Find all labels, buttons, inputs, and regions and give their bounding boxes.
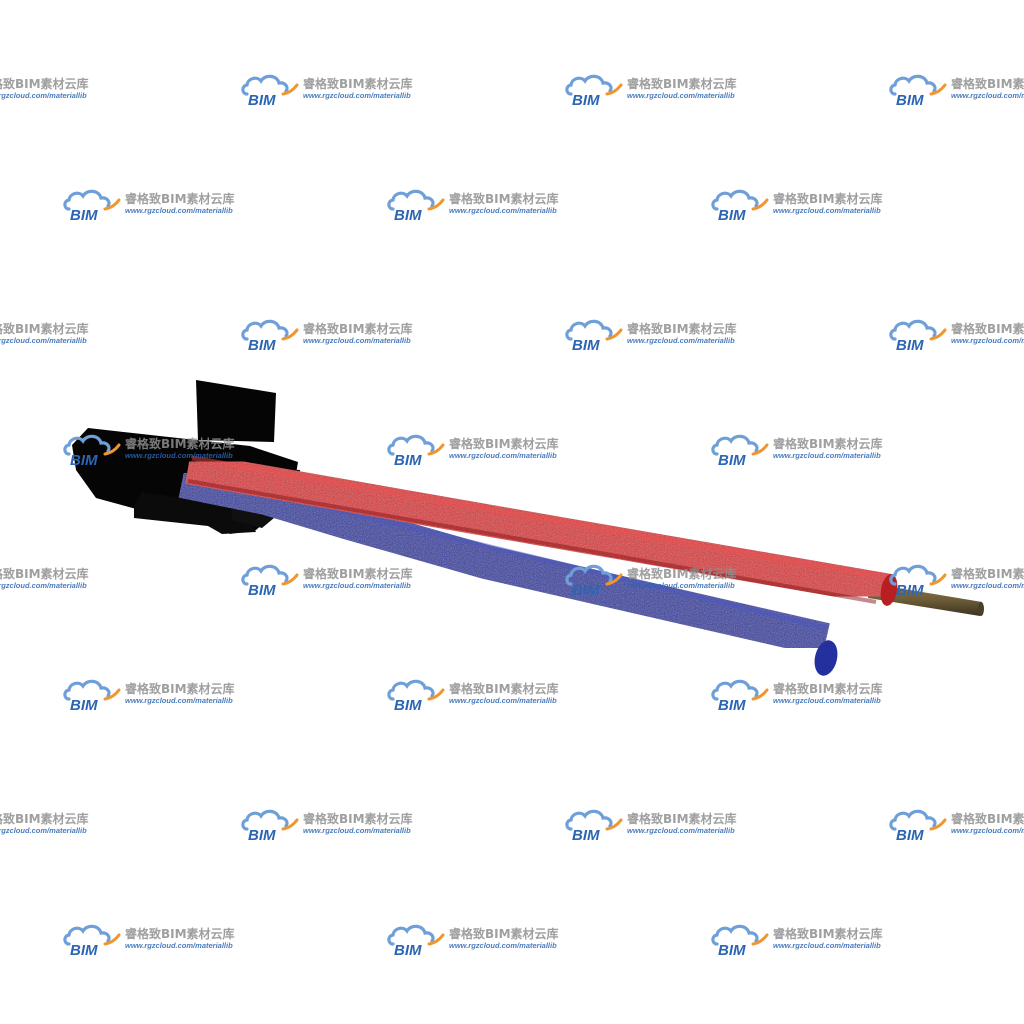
red-wire (185, 452, 898, 606)
